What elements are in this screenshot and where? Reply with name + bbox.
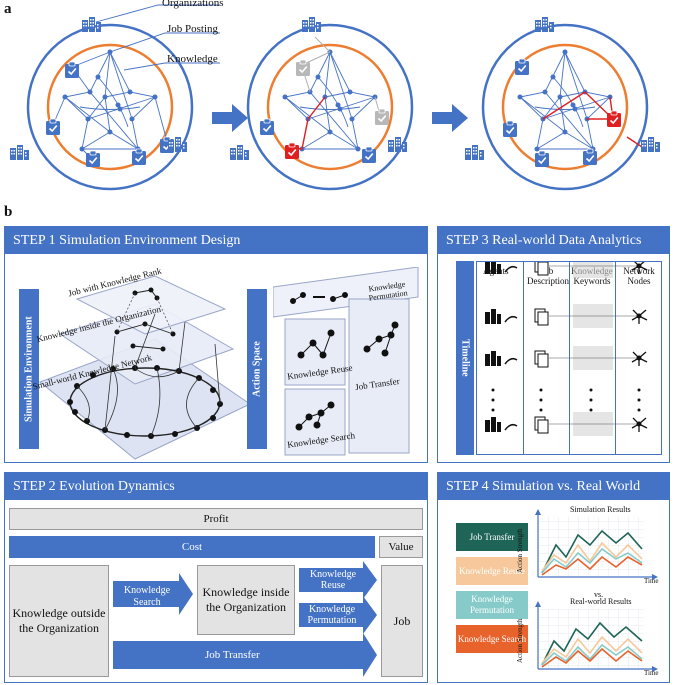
step4-box: STEP 4 Simulation vs. Real World Job Tra… xyxy=(437,472,670,683)
label-job-posting: Job Posting xyxy=(167,23,219,35)
cost-bar: Cost xyxy=(9,536,375,558)
panel-a-letter: a xyxy=(4,1,12,17)
step1-title: STEP 1 Simulation Environment Design xyxy=(5,227,427,254)
value-box: Value xyxy=(379,536,423,558)
timeline-label: Timeline xyxy=(459,339,471,377)
legend-knowledge-permutation: Knowledge Permutation xyxy=(456,591,528,619)
step3-box: STEP 3 Real-world Data Analytics Timelin… xyxy=(437,226,670,463)
real-results-title: Real-world Results xyxy=(570,597,632,606)
step4-charts xyxy=(535,509,658,672)
step1-box: STEP 1 Simulation Environment Design Sim… xyxy=(4,226,428,463)
panel-a-diagram xyxy=(10,4,660,191)
inside-box: Knowledge inside the Organization xyxy=(197,565,295,635)
panel-b-letter: b xyxy=(4,204,13,220)
step3-title: STEP 3 Real-world Data Analytics xyxy=(438,227,669,254)
outside-box: Knowledge outside the Organization xyxy=(9,565,109,677)
label-knowledge: Knowledge xyxy=(167,53,218,65)
search-label: Knowledge Search xyxy=(123,585,171,608)
real-xlabel: Time xyxy=(644,669,659,677)
action-space-bar: Action Space xyxy=(247,289,267,449)
legend-job-transfer: Job Transfer xyxy=(456,523,528,551)
permutation-label: Knowledge Permutation xyxy=(307,604,357,626)
timeline-bar: Timeline xyxy=(456,261,474,455)
step2-box: STEP 2 Evolution Dynamics Profit Cost Va… xyxy=(4,472,428,683)
step3-rows xyxy=(484,262,648,437)
sim-xlabel: Time xyxy=(644,577,659,585)
transfer-label: Job Transfer xyxy=(205,649,260,661)
step2-arrows xyxy=(113,561,377,677)
reuse-label: Knowledge Reuse xyxy=(309,569,357,591)
job-box: Job xyxy=(381,565,423,677)
legend-knowledge-reuse: Knowledge Reuse xyxy=(456,557,528,585)
profit-bar: Profit xyxy=(9,508,423,530)
sim-results-title: Simulation Results xyxy=(570,505,631,514)
step2-title: STEP 2 Evolution Dynamics xyxy=(5,473,427,500)
legend-knowledge-search: Knowledge Search xyxy=(456,625,528,653)
vs-label: vs. xyxy=(594,590,604,599)
action-space-panel xyxy=(273,267,419,456)
step3-table: Agents Job Description Knowledge Keyword… xyxy=(476,261,662,455)
step1-layers xyxy=(39,275,251,460)
label-organizations: Organizations xyxy=(162,0,224,9)
step4-title: STEP 4 Simulation vs. Real World xyxy=(438,473,669,500)
